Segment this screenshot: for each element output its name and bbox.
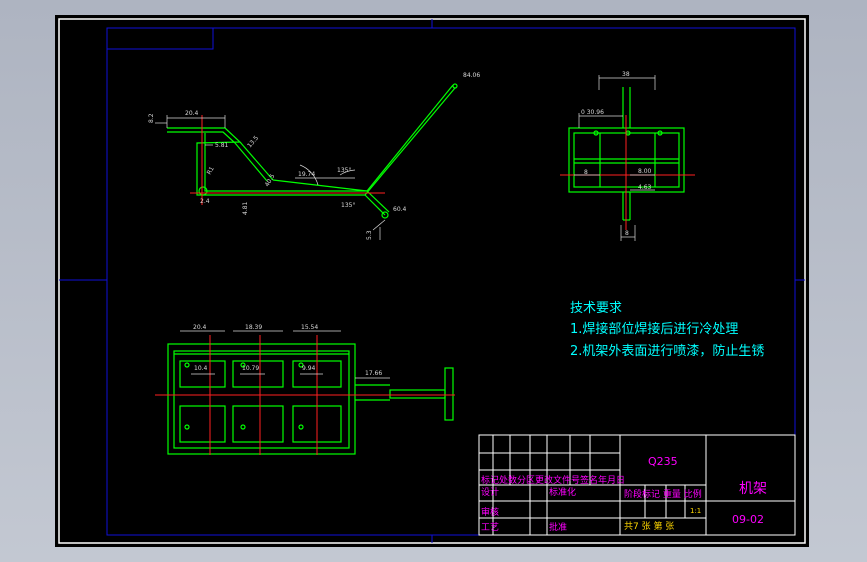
svg-text:135°: 135° — [337, 167, 351, 174]
side-view-centerlines — [190, 115, 385, 205]
bottom-view: 20.4 18.39 15.54 10.4 10.79 9.94 17.66 — [155, 324, 455, 455]
svg-text:8.00: 8.00 — [638, 168, 652, 175]
sheet-border — [58, 18, 806, 544]
bottom-view-dimension-lines — [180, 330, 390, 379]
drawing-canvas: 20.4 5.81 13.5 19.74 135° 84.06 40.5 135… — [58, 18, 806, 544]
svg-text:38: 38 — [622, 71, 630, 78]
svg-text:R1: R1 — [206, 165, 216, 176]
title-block-standardize: 标准化 — [549, 486, 576, 498]
tech-requirement-1: 1.焊接部位焊接后进行冷处理 — [570, 321, 738, 337]
top-view-dim-text: 38 0 30.96 8 8.00 4.63 8 — [581, 71, 652, 237]
top-view-centerlines — [560, 115, 695, 230]
drawing-number: 09-02 — [732, 513, 764, 526]
bottom-view-outline — [167, 343, 454, 455]
svg-text:19.74: 19.74 — [298, 171, 315, 178]
title-block-design: 设计 — [481, 486, 499, 498]
bottom-view-dim-text: 20.4 18.39 15.54 10.4 10.79 9.94 17.66 — [193, 324, 382, 377]
center-marks — [59, 19, 805, 543]
svg-text:8: 8 — [625, 230, 629, 237]
inner-frame — [106, 27, 796, 536]
material-label: Q235 — [648, 455, 678, 468]
svg-text:60.4: 60.4 — [393, 206, 407, 213]
side-view-dimension-lines — [155, 115, 386, 240]
svg-text:135°: 135° — [341, 202, 355, 209]
svg-text:8: 8 — [584, 169, 588, 176]
svg-text:10.4: 10.4 — [194, 365, 208, 372]
svg-text:13.5: 13.5 — [246, 134, 260, 149]
svg-text:9.94: 9.94 — [302, 365, 316, 372]
part-name: 机架 — [739, 481, 767, 497]
svg-text:5.81: 5.81 — [215, 142, 229, 149]
side-view-outline — [167, 83, 458, 219]
title-block-sheets: 共7 张 第 张 — [624, 520, 674, 532]
svg-text:5.3: 5.3 — [366, 230, 373, 240]
title-block-approve: 批准 — [549, 521, 567, 533]
title-block-process: 工艺 — [481, 522, 499, 533]
svg-text:20.4: 20.4 — [185, 110, 199, 117]
side-view-dim-text: 20.4 5.81 13.5 19.74 135° 84.06 40.5 135… — [148, 72, 480, 240]
title-block-review: 审核 — [481, 506, 499, 518]
corner-box — [106, 27, 214, 50]
svg-text:4.63: 4.63 — [638, 184, 652, 191]
tech-requirement-2: 2.机架外表面进行喷漆，防止生锈 — [570, 343, 764, 359]
svg-text:2.4: 2.4 — [200, 198, 210, 205]
title-block-row1: 标记处数分区更改文件号签名年月日 — [481, 474, 625, 486]
svg-text:20.4: 20.4 — [193, 324, 207, 331]
tech-requirements-title: 技术要求 — [570, 301, 622, 316]
svg-text:18.39: 18.39 — [245, 324, 262, 331]
svg-text:8.2: 8.2 — [148, 113, 155, 123]
title-block-stage: 阶段标记 重量 比例 — [624, 488, 702, 500]
svg-text:17.66: 17.66 — [365, 370, 382, 377]
svg-text:15.54: 15.54 — [301, 324, 318, 331]
svg-text:0 30.96: 0 30.96 — [581, 109, 604, 116]
title-block-scale: 1:1 — [690, 507, 701, 515]
bottom-view-centerlines — [155, 335, 455, 455]
title-block: 标记处数分区更改文件号签名年月日 设计 标准化 阶段标记 重量 比例 审核 工艺… — [478, 434, 796, 536]
svg-text:4.81: 4.81 — [242, 201, 249, 215]
drawing-sheet[interactable]: 20.4 5.81 13.5 19.74 135° 84.06 40.5 135… — [55, 15, 809, 547]
svg-text:84.06: 84.06 — [463, 72, 480, 79]
top-view: 38 0 30.96 8 8.00 4.63 8 — [560, 71, 695, 241]
top-view-dimension-lines — [574, 75, 656, 241]
svg-text:10.79: 10.79 — [242, 365, 259, 372]
side-view: 20.4 5.81 13.5 19.74 135° 84.06 40.5 135… — [148, 72, 480, 240]
